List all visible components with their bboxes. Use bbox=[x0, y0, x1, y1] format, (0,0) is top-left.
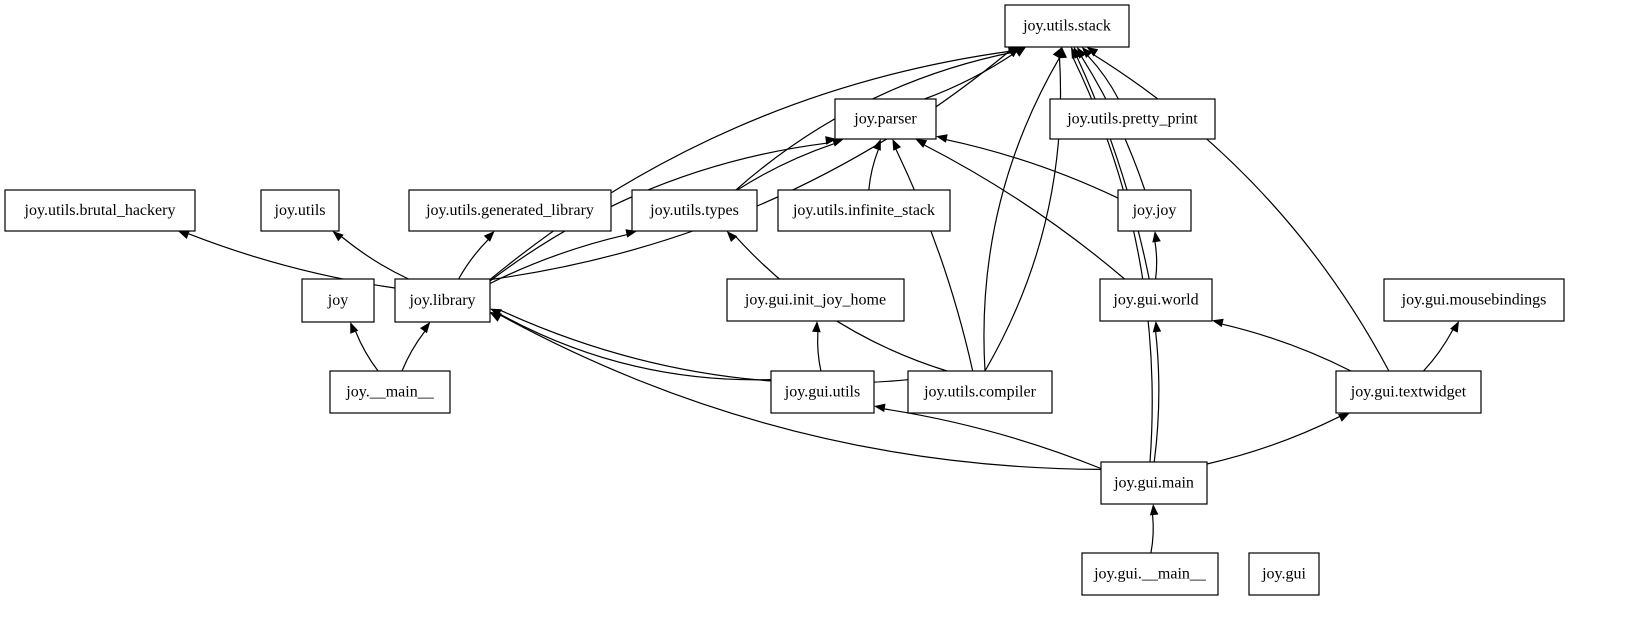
edge-main-to-library bbox=[401, 331, 426, 372]
edge-utils_compiler-to-utils_stack bbox=[984, 57, 1062, 372]
arrowhead-library-to-gen_library bbox=[483, 231, 495, 242]
node-gui_utils[interactable]: joy.gui.utils bbox=[770, 370, 875, 414]
nodes-layer: joy.utils.stack joy.parser joy.utils.prett… bbox=[4, 4, 1565, 596]
arrowhead-infinite_stack-to-parser bbox=[872, 139, 881, 151]
node-box-utils_types[interactable] bbox=[631, 189, 758, 232]
arrowhead-utils_compiler-to-utils_stack bbox=[1058, 47, 1067, 59]
node-gui[interactable]: joy.gui bbox=[1248, 552, 1320, 596]
node-box-gui_main_dunder[interactable] bbox=[1081, 552, 1219, 596]
arrowhead-main-to-library bbox=[420, 322, 431, 334]
arrowhead-gui_world-to-parser bbox=[915, 139, 928, 148]
node-utils_brutal[interactable]: joy.utils.brutal_hackery bbox=[4, 189, 196, 232]
node-box-gui_utils[interactable] bbox=[770, 370, 875, 414]
edge-gui_main-to-library bbox=[500, 314, 1102, 470]
node-main[interactable]: joy.__main__ bbox=[329, 370, 451, 414]
node-parser[interactable]: joy.parser bbox=[834, 98, 937, 140]
node-utils_pretty_print[interactable]: joy.utils.pretty_print bbox=[1049, 98, 1216, 140]
edge-infinite_stack-to-parser bbox=[868, 149, 879, 191]
arrowhead-gui_main_dunder-to-gui_main bbox=[1149, 504, 1159, 516]
edge-joy_joy-to-parser bbox=[946, 139, 1119, 199]
arrowhead-gui_textwidget-to-gui_world bbox=[1212, 318, 1224, 328]
edge-utils_compiler-to-utils_stack bbox=[983, 57, 1061, 372]
node-joy_joy[interactable]: joy.joy bbox=[1117, 189, 1192, 232]
edge-gui_world-to-parser bbox=[924, 144, 1125, 280]
edge-main-to-joy bbox=[355, 331, 379, 372]
arrowhead-utils_pretty_print-to-utils_stack bbox=[1081, 47, 1093, 58]
node-gui_main_dunder[interactable]: joy.gui.__main__ bbox=[1081, 552, 1219, 596]
edge-gui_main-to-gui_textwidget bbox=[1206, 416, 1340, 465]
node-box-utils_stack[interactable] bbox=[1004, 4, 1130, 48]
arrowhead-utils_compiler-to-utils_types bbox=[726, 231, 738, 242]
node-joy[interactable]: joy bbox=[301, 278, 375, 323]
edge-library-to-utils_stack bbox=[489, 50, 1010, 281]
edge-gui_world-to-utils_stack bbox=[1076, 57, 1150, 280]
node-gui_mousebindings[interactable]: joy.gui.mousebindings bbox=[1383, 278, 1565, 322]
arrowhead-gui_textwidget-to-utils_stack bbox=[1086, 47, 1099, 57]
node-box-utils_brutal[interactable] bbox=[4, 189, 196, 232]
arrowhead-gui_world-to-joy_joy bbox=[1152, 231, 1161, 243]
arrowhead-gui_textwidget-to-gui_mousebindings bbox=[1450, 321, 1459, 333]
node-box-joy[interactable] bbox=[301, 278, 375, 323]
edge-gui_textwidget-to-gui_world bbox=[1222, 323, 1352, 372]
edge-gui_main-to-gui_world bbox=[1153, 331, 1160, 463]
edge-gui_main-to-gui_utils bbox=[884, 408, 1102, 470]
arrowhead-utils_compiler-to-parser bbox=[892, 139, 902, 151]
arrowhead-library-to-parser bbox=[825, 136, 837, 145]
node-box-parser[interactable] bbox=[834, 98, 937, 140]
node-library[interactable]: joy.library bbox=[394, 278, 491, 323]
node-infinite_stack[interactable]: joy.utils.infinite_stack bbox=[777, 189, 951, 232]
arrowhead-gui_main-to-gui_utils bbox=[874, 403, 886, 413]
arrowhead-gui_main-to-library bbox=[490, 312, 502, 322]
node-gui_world[interactable]: joy.gui.world bbox=[1099, 278, 1213, 322]
node-box-joy_joy[interactable] bbox=[1117, 189, 1192, 232]
node-box-infinite_stack[interactable] bbox=[777, 189, 951, 232]
node-box-gui[interactable] bbox=[1248, 552, 1320, 596]
edge-library-to-utils bbox=[341, 236, 409, 280]
edge-gui_textwidget-to-gui_mousebindings bbox=[1423, 329, 1454, 372]
arrowhead-gui_main-to-utils_stack bbox=[1071, 47, 1080, 59]
edge-gui_utils-to-library bbox=[500, 313, 772, 381]
node-gui_init_joy_home[interactable]: joy.gui.init_joy_home bbox=[726, 278, 905, 322]
arrowhead-main-to-joy bbox=[350, 322, 359, 334]
node-gui_main[interactable]: joy.gui.main bbox=[1100, 461, 1208, 505]
node-box-utils[interactable] bbox=[260, 189, 340, 232]
edge-library-to-utils_stack bbox=[489, 50, 1010, 281]
node-box-gui_mousebindings[interactable] bbox=[1383, 278, 1565, 322]
edge-library-to-utils_types bbox=[489, 234, 627, 285]
node-box-gui_world[interactable] bbox=[1099, 278, 1213, 322]
edge-gui_utils-to-gui_init_joy_home bbox=[817, 331, 822, 372]
edge-parser-to-utils_stack bbox=[924, 51, 1017, 100]
edge-utils_pretty_print-to-utils_stack bbox=[1087, 55, 1119, 100]
edge-library-to-gen_library bbox=[458, 239, 489, 280]
node-box-gen_library[interactable] bbox=[408, 189, 612, 232]
node-utils_stack[interactable]: joy.utils.stack bbox=[1004, 4, 1130, 48]
node-box-gui_init_joy_home[interactable] bbox=[726, 278, 905, 322]
edge-gui_world-to-joy_joy bbox=[1154, 241, 1158, 280]
edge-gui_textwidget-to-utils_stack bbox=[1093, 54, 1390, 372]
arrowhead-gui_main-to-gui_textwidget bbox=[1338, 413, 1350, 422]
edge-utils_compiler-to-parser bbox=[895, 149, 974, 372]
node-box-gui_main[interactable] bbox=[1100, 461, 1208, 505]
edge-utils_types-to-parser bbox=[736, 143, 834, 191]
arrowhead-library-to-utils bbox=[332, 231, 344, 242]
arrowhead-library-to-utils_brutal bbox=[178, 231, 190, 239]
arrowhead-gui_main-to-gui_world bbox=[1152, 321, 1162, 333]
arrowhead-joy_joy-to-parser bbox=[936, 134, 948, 143]
node-box-utils_compiler[interactable] bbox=[907, 370, 1053, 414]
node-gen_library[interactable]: joy.utils.generated_library bbox=[408, 189, 612, 232]
node-box-library[interactable] bbox=[394, 278, 491, 323]
node-box-gui_textwidget[interactable] bbox=[1335, 370, 1482, 414]
node-box-main[interactable] bbox=[329, 370, 451, 414]
arrowhead-utils_types-to-parser bbox=[832, 138, 844, 147]
node-utils[interactable]: joy.utils bbox=[260, 189, 340, 232]
node-box-utils_pretty_print[interactable] bbox=[1049, 98, 1216, 140]
edge-gui_main_dunder-to-gui_main bbox=[1150, 514, 1154, 554]
arrowhead-gui_utils-to-gui_init_joy_home bbox=[812, 321, 821, 333]
node-gui_textwidget[interactable]: joy.gui.textwidget bbox=[1335, 370, 1482, 414]
node-utils_types[interactable]: joy.utils.types bbox=[631, 189, 758, 232]
node-utils_compiler[interactable]: joy.utils.compiler bbox=[907, 370, 1053, 414]
